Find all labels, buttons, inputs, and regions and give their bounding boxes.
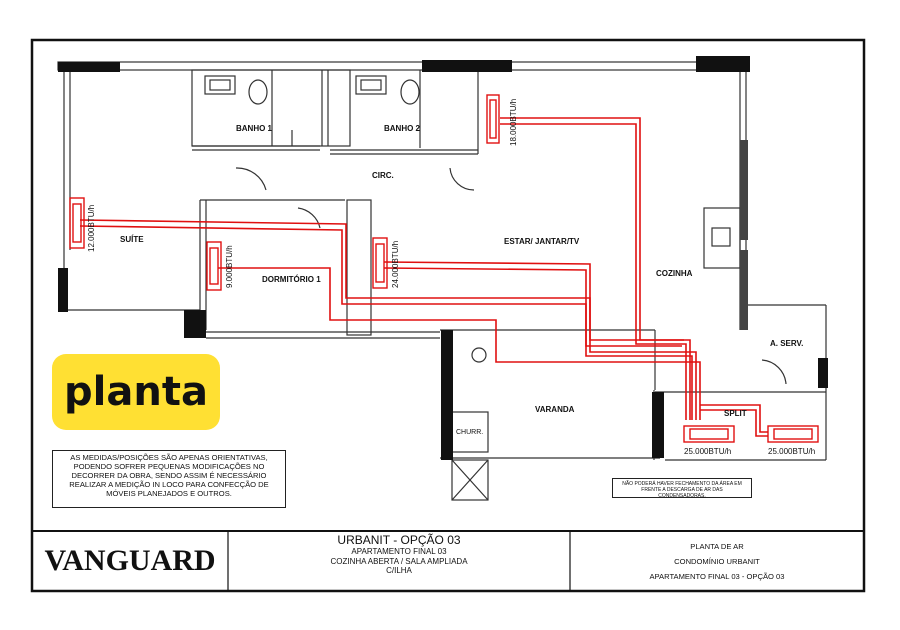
solid-walls (58, 56, 828, 460)
room-label-circ: CIRC. (372, 171, 394, 180)
note-line: PODENDO SOFRER PEQUENAS MODIFICAÇÕES NO (73, 462, 265, 471)
planta-badge: planta (52, 354, 220, 430)
room-label-banho1: BANHO 1 (236, 124, 273, 133)
room-label-dormitorio: DORMITÓRIO 1 (262, 275, 321, 284)
unit-label-suite: 12.000BTU/h (87, 205, 96, 252)
room-label-aserv: A. SERV. (770, 339, 803, 348)
project-desc: COZINHA ABERTA / SALA AMPLIADA (330, 556, 468, 566)
unit-label-estar: 24.000BTU/h (391, 241, 400, 288)
brand-logo: VANGUARD (44, 544, 216, 577)
room-label-churr: CHURR. (456, 429, 483, 436)
room-label-banho2: BANHO 2 (384, 124, 421, 133)
unit-label-banho2: 18.000BTU/h (509, 99, 518, 146)
room-label-varanda: VARANDA (535, 405, 575, 414)
project-info: URBANIT - OPÇÃO 03 APARTAMENTO FINAL 03 … (228, 531, 570, 591)
walls (57, 61, 827, 501)
sheet-border (30, 38, 866, 593)
note-line: DECORRER DA OBRA, SENDO ASSIM É NECESSÁR… (71, 471, 267, 480)
room-label-cozinha: COZINHA (656, 269, 693, 278)
room-label-estar: ESTAR/ JANTAR/TV (504, 237, 580, 246)
drawing-title: PLANTA DE AR (690, 542, 744, 551)
project-title: URBANIT - OPÇÃO 03 (337, 533, 461, 547)
drawing-info: PLANTA DE AR CONDOMÍNIO URBANIT APARTAME… (570, 531, 864, 591)
warning-line: NÃO PODERÁ HAVER FECHAMENTO DA ÁREA EM (622, 481, 742, 487)
room-label-suite: SUÍTE (120, 235, 144, 244)
unit-label-cond2: 25.000BTU/h (768, 447, 815, 456)
condenser-warning: NÃO PODERÁ HAVER FECHAMENTO DA ÁREA EM F… (612, 478, 752, 499)
warning-line: CONDENSADORAS. (658, 493, 706, 499)
note-line: AS MEDIDAS/POSIÇÕES SÃO APENAS ORIENTATI… (70, 453, 268, 462)
evaporator-units (69, 94, 819, 443)
apartment-option: APARTAMENTO FINAL 03 - OPÇÃO 03 (649, 572, 785, 581)
warning-line: FRENTE A DESCARGA DE AR DAS (641, 487, 723, 493)
unit-label-cond1: 25.000BTU/h (684, 447, 731, 456)
room-label-split: SPLIT (724, 409, 747, 418)
note-line: REALIZAR A MEDIÇÃO IN LOCO PARA CONFECÇÃ… (69, 480, 269, 489)
unit-label-dorm: 9.000BTU/h (225, 245, 234, 288)
condominium-name: CONDOMÍNIO URBANIT (674, 557, 760, 566)
project-desc: APARTAMENTO FINAL 03 (351, 547, 447, 556)
project-desc: C/ILHA (386, 566, 412, 575)
note-line: MÓVEIS PLANEJADOS E OUTROS. (106, 489, 232, 498)
refrigerant-piping (79, 117, 768, 437)
disclaimer-note: AS MEDIDAS/POSIÇÕES SÃO APENAS ORIENTATI… (52, 450, 286, 508)
